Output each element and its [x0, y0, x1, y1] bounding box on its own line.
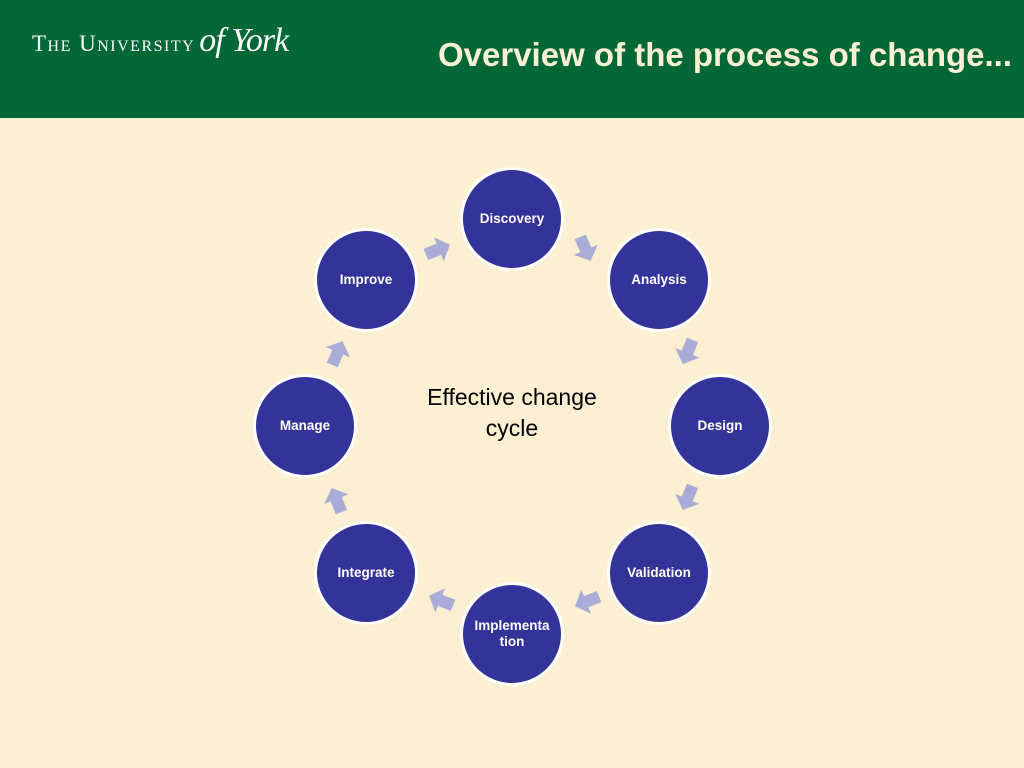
university-logo: The University of York: [32, 22, 289, 60]
cycle-step-label: Validation: [627, 565, 691, 580]
cycle-arrow-icon: [427, 586, 457, 616]
cycle-step-design: Design: [668, 374, 772, 478]
cycle-step-improve: Improve: [314, 228, 418, 332]
cycle-step-label: Analysis: [631, 272, 687, 287]
cycle-arrow-icon: [322, 339, 352, 369]
cycle-arrow-icon: [570, 233, 600, 263]
cycle-arrow-icon: [673, 482, 703, 512]
cycle-step-manage: Manage: [253, 374, 357, 478]
cycle-step-validation: Validation: [607, 521, 711, 625]
cycle-step-implementation: Implementation: [460, 582, 564, 686]
logo-main-text: The University: [32, 31, 196, 56]
cycle-step-label: Design: [697, 418, 743, 433]
header-bar: The University of York Overview of the p…: [0, 0, 1024, 118]
cycle-step-analysis: Analysis: [607, 228, 711, 332]
cycle-arrow-icon: [673, 336, 703, 366]
slide-title: Overview of the process of change...: [437, 36, 1012, 73]
cycle-step-label: Manage: [279, 418, 331, 433]
cycle-step-integrate: Integrate: [314, 521, 418, 625]
cycle-arrow-icon: [322, 486, 352, 516]
cycle-step-label: Integrate: [337, 565, 395, 580]
cycle-arrow-icon: [573, 586, 603, 616]
cycle-step-discovery: Discovery: [460, 167, 564, 271]
cycle-step-label: Improve: [339, 272, 393, 287]
cycle-center-label: Effective change cycle: [427, 384, 597, 441]
cycle-arrow-icon: [422, 235, 452, 265]
cycle-step-label: Discovery: [479, 211, 545, 226]
logo-script-text: of York: [199, 22, 289, 59]
cycle-step-label: Implementation: [474, 618, 550, 649]
